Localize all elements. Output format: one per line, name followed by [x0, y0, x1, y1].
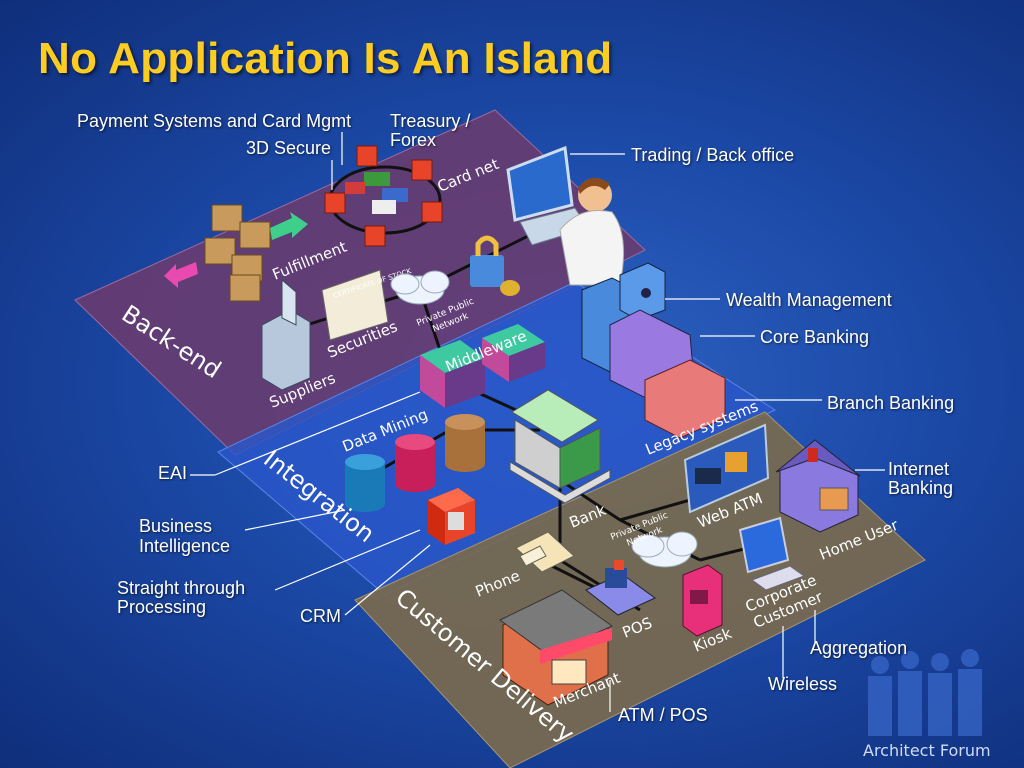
callout-treasury-line2: Forex: [390, 130, 437, 150]
callout-aggregation: Aggregation: [810, 638, 908, 658]
callout-wireless: Wireless: [768, 674, 838, 694]
lock-icon: [470, 235, 520, 296]
slide-title: No Application Is An Island: [38, 34, 613, 83]
corporate-computer: [738, 516, 806, 591]
callout-stp-line2: Processing: [117, 597, 207, 617]
callout-core-banking: Core Banking: [760, 327, 870, 347]
callout-bi-line2: Intelligence: [139, 536, 231, 556]
crm-cube: [428, 488, 475, 545]
web-atm: [683, 423, 770, 514]
trading-terminal: [506, 145, 589, 246]
phone-device: [515, 531, 575, 573]
callout-payment-systems: Payment Systems and Card Mgmt: [77, 111, 352, 131]
home-user-house: [775, 439, 861, 533]
fulfillment-arrow-right: [270, 212, 308, 240]
callout-atm-pos: ATM / POS: [618, 705, 708, 725]
callout-eai: EAI: [158, 463, 188, 483]
data-mining-cylinders: [345, 414, 485, 512]
kiosk-device: [682, 564, 723, 637]
callout-internet-banking-line1: Internet: [888, 459, 950, 479]
callout-3d-secure: 3D Secure: [246, 138, 332, 158]
callout-branch-banking: Branch Banking: [827, 393, 955, 413]
callout-stp-line1: Straight through: [117, 578, 246, 598]
pos-terminal: [585, 560, 656, 616]
people-silhouettes: [868, 649, 982, 736]
callout-treasury-line1: Treasury /: [390, 111, 471, 131]
card-icons: [345, 172, 408, 214]
middleware-stacks: [420, 324, 545, 408]
suppliers-building: [261, 278, 311, 391]
callout-wealth: Wealth Management: [726, 290, 892, 310]
callout-bi-line1: Business: [139, 516, 213, 536]
fulfillment-boxes: [204, 204, 271, 302]
callout-trading: Trading / Back office: [631, 145, 795, 165]
network-cloud-delivery: [631, 531, 698, 568]
network-cloud-backend: [390, 270, 450, 305]
core-banking-block: [581, 262, 726, 439]
callout-lines: [190, 132, 885, 712]
callout-internet-banking-line2: Banking: [888, 478, 954, 498]
bank-building: [509, 389, 611, 504]
fulfillment-arrow-left: [164, 262, 198, 288]
merchant-shop: [499, 589, 613, 706]
callout-crm: CRM: [300, 606, 341, 626]
trader-person: [559, 177, 625, 286]
footer-brand: Architect Forum: [863, 741, 991, 760]
card-net-cubes: [324, 145, 443, 247]
